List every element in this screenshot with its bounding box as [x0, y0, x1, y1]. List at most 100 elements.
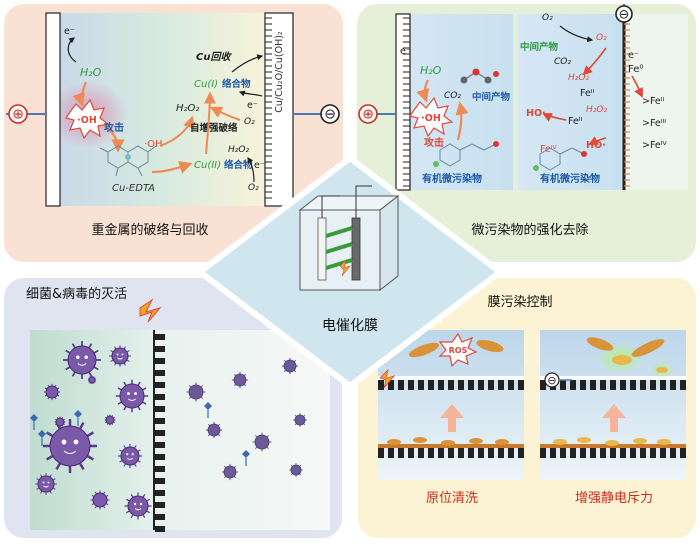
- membrane-pores-tr-right: [624, 23, 630, 187]
- membrane-pore: [438, 448, 444, 458]
- center-title: 电催化膜: [322, 318, 378, 334]
- virus-icon: [63, 341, 101, 379]
- minus-terminal-tl: [320, 104, 340, 124]
- membrane-pore: [620, 380, 626, 390]
- membrane-pore: [590, 448, 596, 458]
- h2o2-label-tl-b: H₂O₂: [228, 145, 249, 155]
- membrane-pore: [398, 380, 404, 390]
- membrane-pore: [580, 448, 586, 458]
- fe4-label-tr: Feᴵⱽ: [540, 144, 558, 155]
- membrane-pore: [650, 448, 656, 458]
- oh-label-tl: ·OH: [77, 115, 97, 126]
- plus-icon: ⊕: [12, 107, 24, 123]
- membrane-pore: [468, 380, 474, 390]
- inactivated-virus-icon: [293, 413, 307, 427]
- virus-icon: [43, 419, 97, 473]
- reactor-cube-icon: [298, 185, 400, 292]
- inactivated-virus-icon: [205, 421, 223, 439]
- membrane-pore: [458, 380, 464, 390]
- membrane-pore: [468, 448, 474, 458]
- ros-label: ROS: [449, 346, 468, 355]
- virus-icon: [90, 490, 110, 510]
- membrane-pore: [518, 448, 524, 458]
- fe2-right-label: >Feᴵᴵ: [642, 96, 665, 107]
- membrane-pore: [488, 380, 494, 390]
- foulant: [605, 440, 619, 446]
- pore-mark: [155, 502, 165, 508]
- membrane-pore: [680, 380, 686, 390]
- membrane-pore: [378, 380, 384, 390]
- fe0-to-fe2-arrow: [631, 75, 643, 98]
- membrane-pore: [570, 448, 576, 458]
- pore-mark: [155, 418, 165, 424]
- pore-mark: [155, 382, 165, 388]
- minus-icon: ⊖: [324, 107, 336, 123]
- virus-icon: [109, 345, 131, 367]
- fe4-right-label: >Feᴵⱽ: [642, 140, 668, 151]
- ho-label-tr-b: HO·: [586, 140, 606, 151]
- o2-label-tr: O₂: [542, 13, 553, 23]
- up-arrow-right: [602, 404, 626, 432]
- virus-icon: [124, 492, 152, 520]
- inactivated-virus-icon: [281, 357, 299, 375]
- panel-heavy-metal: ⊕ ⊖ Cu/Cu₂O/Cu(OH)₂ e⁻ H₂O ·OH 攻击 Cu-EDT…: [4, 4, 343, 262]
- oh-burst-tr: [409, 96, 454, 138]
- membrane-top: [378, 444, 524, 448]
- electron-arrow-tl2: [238, 90, 263, 97]
- electron-label-tl3: e⁻: [254, 160, 265, 171]
- minus-terminal-tr: [615, 5, 633, 23]
- membrane-pore: [498, 380, 504, 390]
- attack-label-tl: 攻击: [104, 121, 124, 134]
- membrane-pores-bl: [155, 334, 165, 532]
- membrane-pore: [640, 448, 646, 458]
- attack-label-tr: 攻击: [424, 136, 444, 149]
- reactor-tr-mid: [518, 14, 624, 190]
- membrane-pore: [540, 380, 546, 390]
- membrane-pore: [660, 380, 666, 390]
- phage-icon: [204, 402, 212, 418]
- o2-label-tr-b: O₂: [596, 33, 607, 43]
- membrane-pore: [438, 380, 444, 390]
- pore-mark: [155, 526, 165, 532]
- cu-recovery-label: Cu回收: [196, 51, 232, 63]
- panel-tl-title: 重金属的破络与回收: [91, 222, 208, 238]
- foulant-3: [631, 339, 665, 357]
- membrane-pore: [498, 448, 504, 458]
- co2-label-tr: CO₂: [444, 91, 461, 101]
- membrane-pore: [398, 448, 404, 458]
- membrane-pore: [508, 448, 514, 458]
- membrane-pore: [590, 380, 596, 390]
- phage-icon: [38, 430, 46, 446]
- panel-br-title: 膜污染控制: [487, 295, 552, 310]
- virus-icon: [117, 443, 143, 469]
- foulant-2: [476, 339, 504, 353]
- membrane-pore: [610, 448, 616, 458]
- h2o-label-tl: H₂O: [80, 66, 102, 79]
- fe2-label-tr: Feᴵᴵ: [580, 88, 595, 99]
- o2-label-tl-b: O₂: [248, 183, 259, 193]
- organic-to-intermediate-arrow: [455, 101, 469, 141]
- inactivated-virus-icon: [289, 463, 303, 477]
- pore-mark: [155, 394, 165, 400]
- anode-tl: [45, 12, 61, 207]
- reactor-tr-left: [396, 14, 513, 190]
- inactivated-virus-icon: [252, 432, 272, 452]
- center-diamond: 电催化膜: [195, 154, 505, 390]
- membrane-pores-tr-left: [403, 17, 410, 187]
- co2-label-tr-b: CO₂: [554, 57, 571, 67]
- electron-label-tl2: e⁻: [247, 100, 258, 111]
- virus-particles: [30, 341, 307, 520]
- electron-label-tr2: e⁻: [628, 50, 639, 61]
- fe2-label-tr-b: Feᴵᴵ: [568, 116, 583, 127]
- organic-molecule-tr2: [533, 147, 587, 171]
- phage-icon: [30, 414, 38, 430]
- membrane-pore: [518, 380, 524, 390]
- h2o-label-tr: H₂O: [420, 64, 442, 77]
- virus-icon: [115, 379, 149, 413]
- membrane-pore: [418, 448, 424, 458]
- phage-icon: [242, 450, 250, 466]
- virus-icon: [54, 416, 66, 428]
- membrane-pore: [388, 380, 394, 390]
- ho-label-tr: HO·: [526, 108, 546, 119]
- membrane-pore: [620, 448, 626, 458]
